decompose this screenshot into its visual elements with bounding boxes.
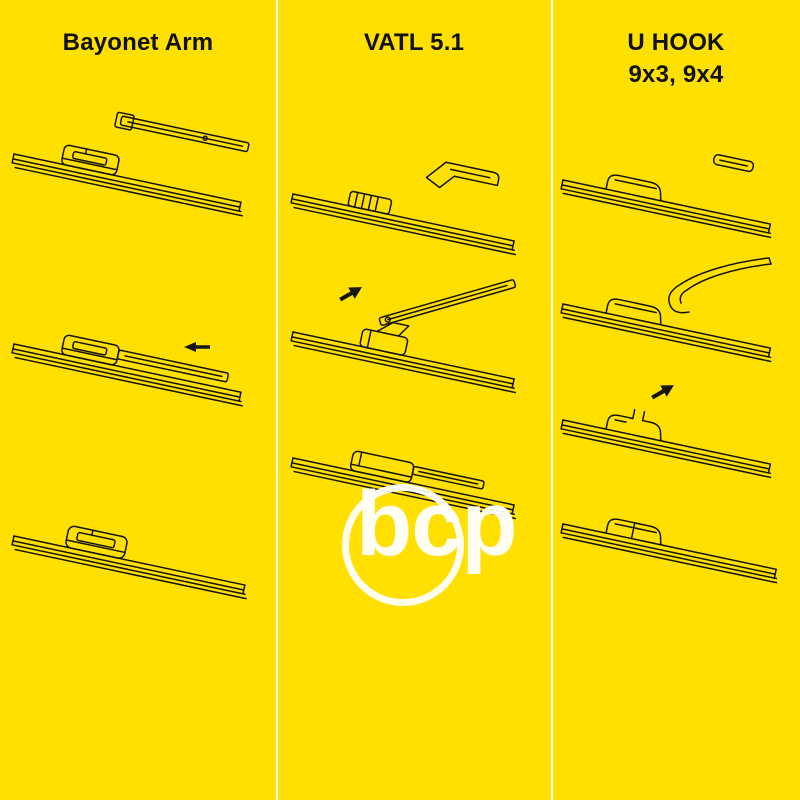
- uhook-step-2-illustration: [557, 252, 795, 370]
- bayonet-step-2-illustration: [6, 298, 268, 448]
- arrow-left-icon: [184, 342, 210, 352]
- column-divider: [276, 0, 278, 800]
- bayonet-step-3-illustration: [6, 488, 268, 648]
- vatl-step-1-illustration: [285, 152, 545, 264]
- uhook-step-3-illustration: [557, 376, 795, 486]
- vatl-step-3-illustration: [285, 420, 545, 532]
- uhook-step-4-illustration: [557, 488, 795, 592]
- column-u-hook: U HOOK 9x3, 9x4: [552, 0, 800, 800]
- column-title: Bayonet Arm: [62, 29, 214, 56]
- column-divider: [551, 0, 553, 800]
- column-bayonet-arm: Bayonet Arm: [0, 0, 276, 800]
- column-vatl-51: VATL 5.1: [277, 0, 551, 800]
- arrow-up-right-icon: [651, 385, 674, 400]
- column-title: U HOOK: [627, 29, 725, 56]
- column-title: VATL 5.1: [363, 29, 465, 56]
- column-subtitle: 9x3, 9x4: [628, 61, 724, 88]
- bayonet-step-1-illustration: [6, 102, 268, 262]
- uhook-step-1-illustration: [557, 142, 795, 246]
- arrow-up-right-icon: [339, 287, 362, 302]
- vatl-step-2-illustration: [285, 266, 545, 406]
